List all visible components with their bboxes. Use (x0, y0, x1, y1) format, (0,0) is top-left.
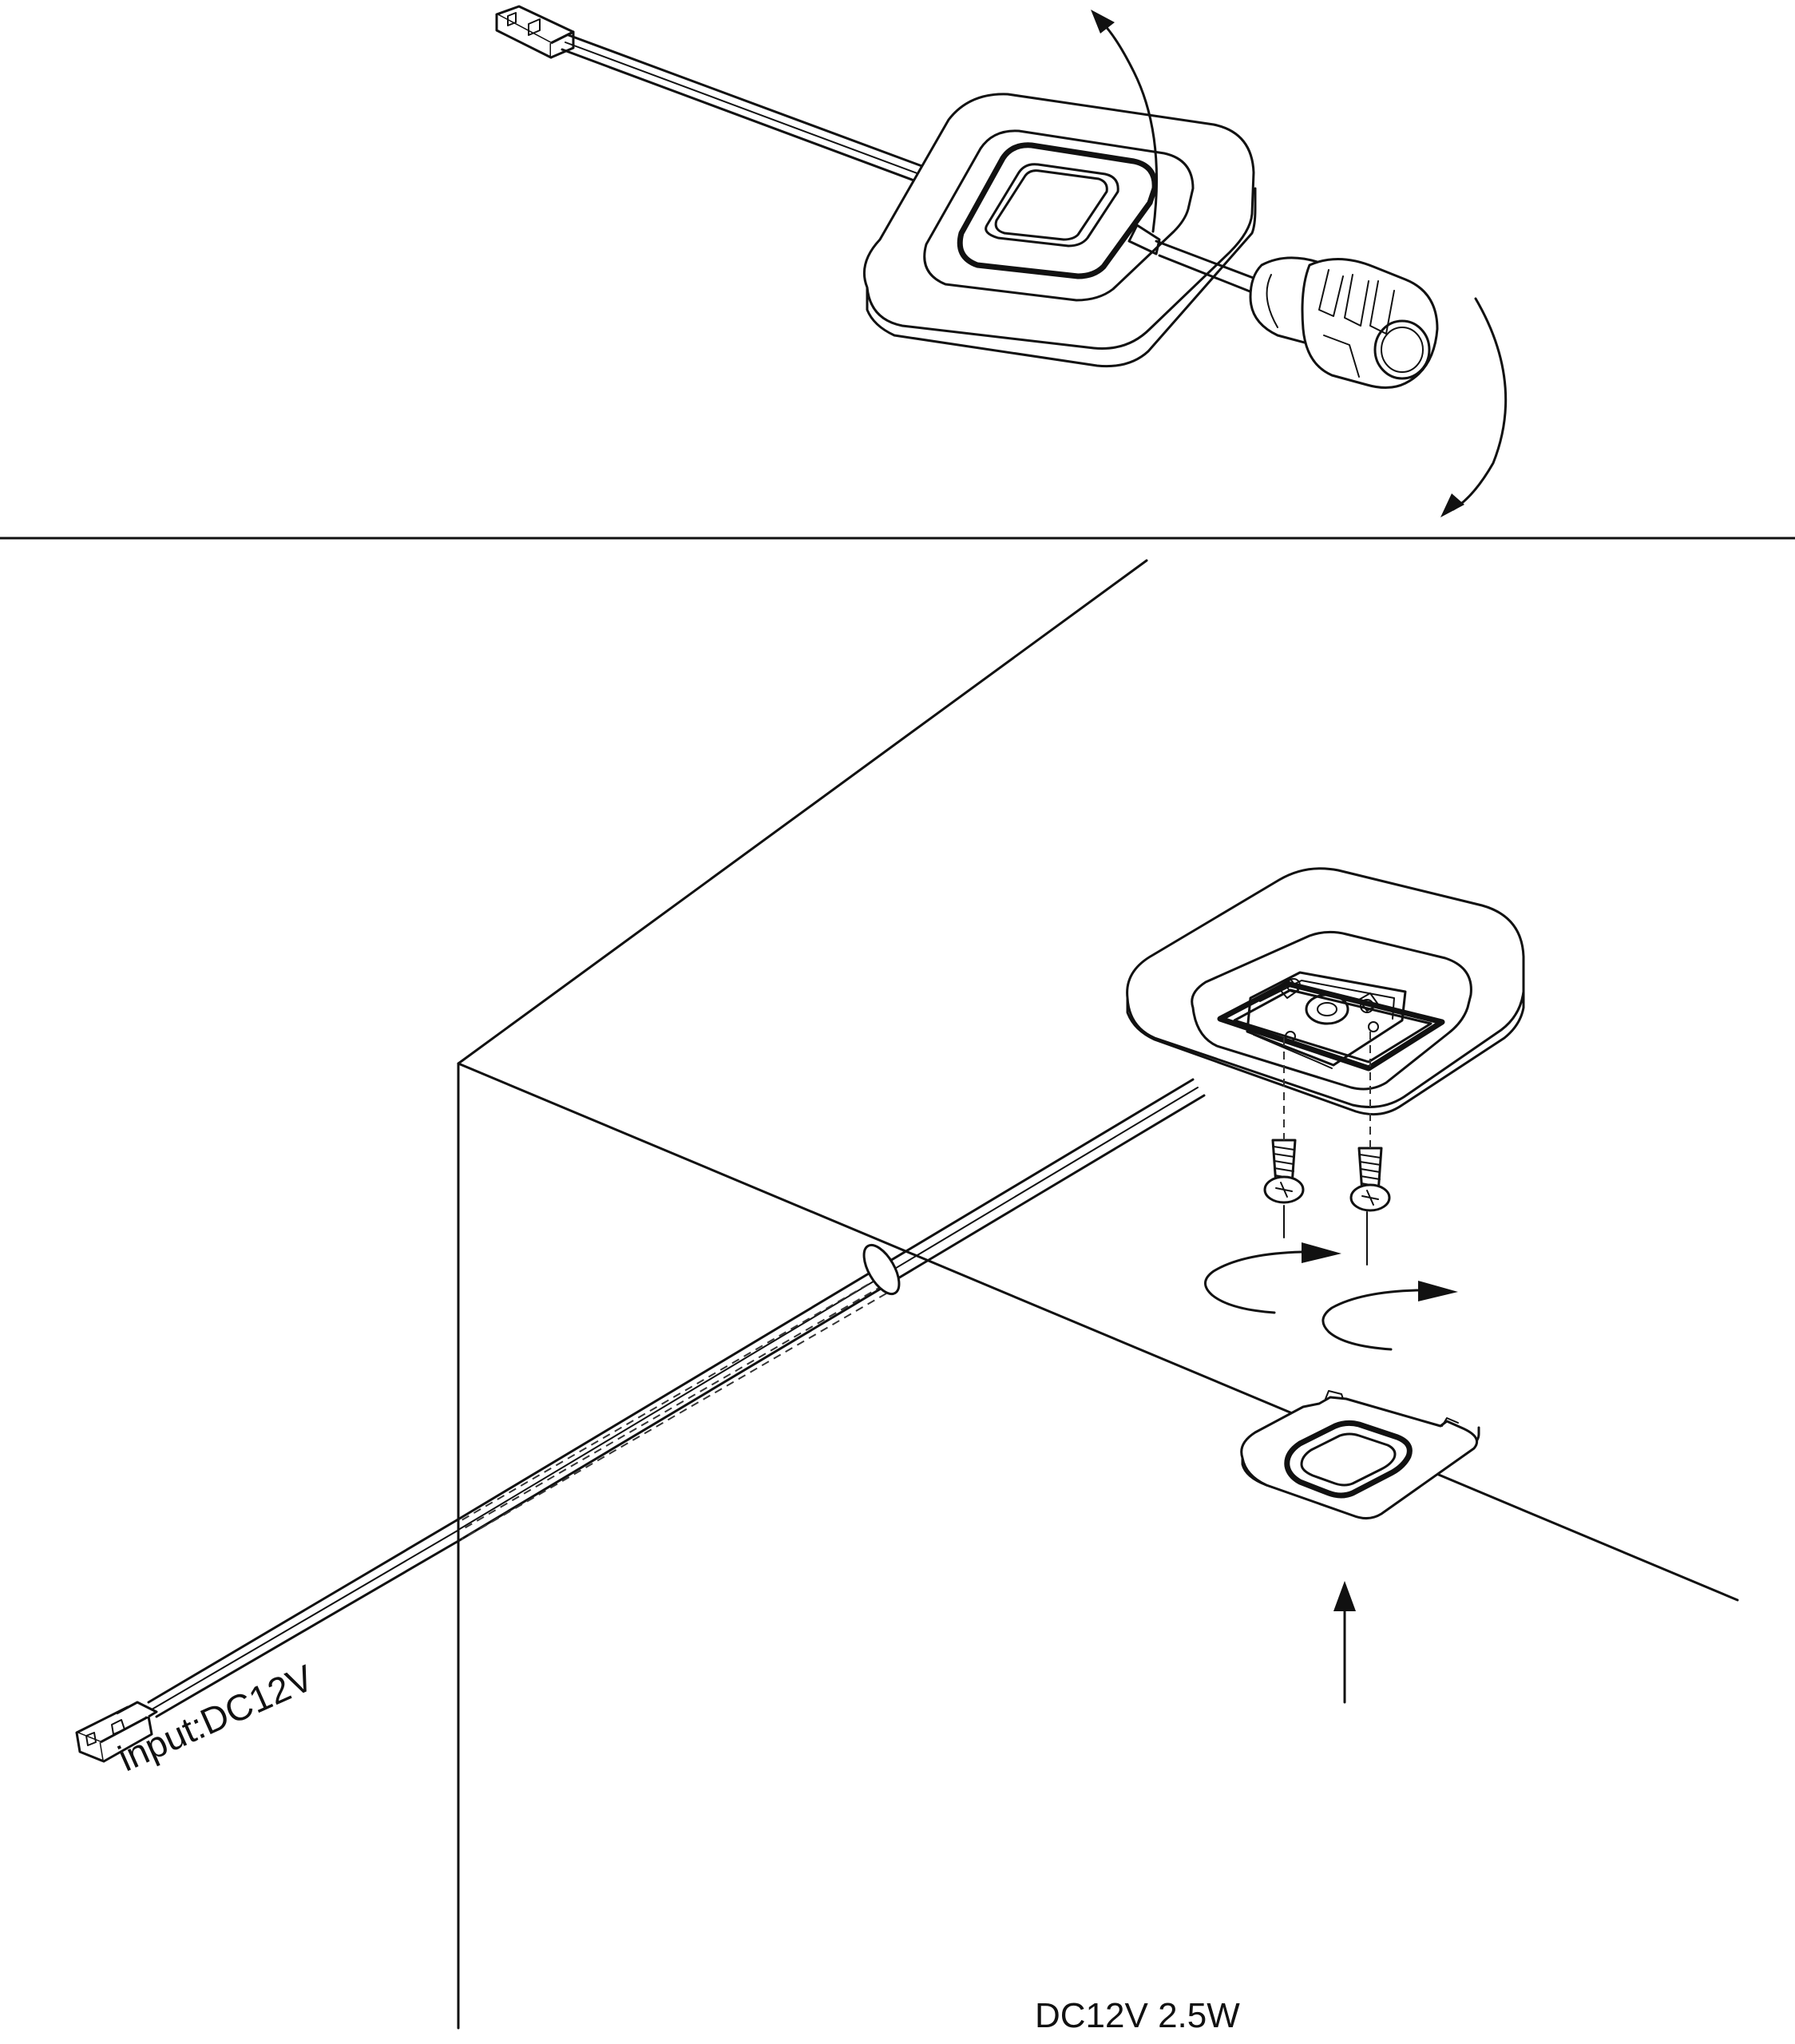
screwdriver-icon (1127, 224, 1439, 389)
cover-plate (1240, 1390, 1480, 1519)
top-connector (495, 5, 575, 59)
rotate-down-arrow-icon (1440, 297, 1508, 517)
top-cable (561, 34, 928, 184)
screw-left (1263, 1139, 1305, 1204)
screws (1263, 1032, 1391, 1266)
rotate-up-arrow-icon (1091, 10, 1159, 233)
mounting-base-fixture (1126, 867, 1525, 1116)
rotate-arrow-left-icon (1204, 1242, 1341, 1314)
bottom-connector (75, 1701, 158, 1763)
screw-right (1349, 1147, 1391, 1212)
cabinet-outline (457, 559, 1739, 2030)
power-spec-label: DC12V 2.5W (1035, 1996, 1240, 2035)
rotate-arrow-right-icon (1321, 1281, 1458, 1351)
top-light-fixture (862, 93, 1257, 368)
bottom-cable (147, 1078, 1206, 1718)
push-up-arrow-icon (1333, 1581, 1356, 1704)
hidden-cable-dashed (461, 1277, 887, 1540)
cable-hole-icon (862, 1243, 901, 1296)
top-step-illustration (495, 5, 1508, 517)
